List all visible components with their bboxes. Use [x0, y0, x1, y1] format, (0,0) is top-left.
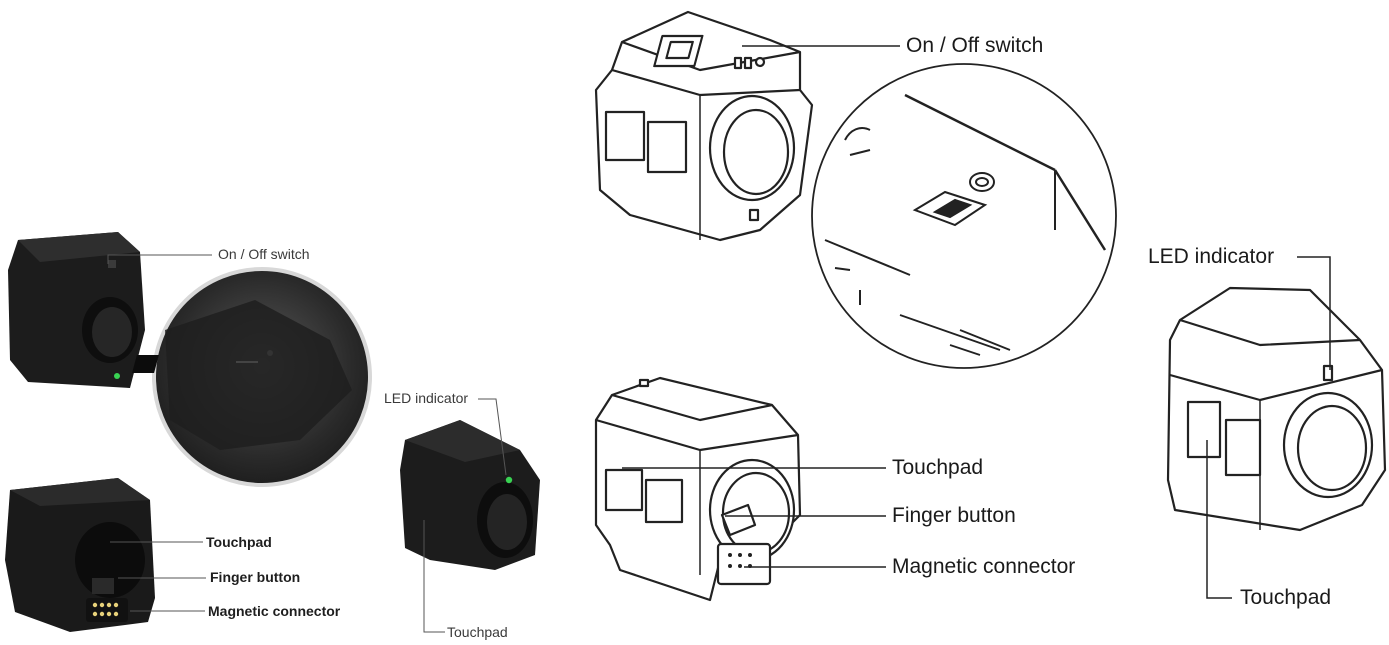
photo-leader-lines	[107, 254, 507, 633]
photo-zoom-switch	[132, 267, 372, 487]
photo-label-on-off-switch: On / Off switch	[218, 246, 310, 262]
drawing-device-right	[1166, 286, 1387, 532]
photo-label-led-indicator: LED indicator	[384, 390, 469, 406]
drawing-zoom-switch	[811, 63, 1117, 369]
drawing-label-finger-button: Finger button	[892, 504, 1016, 527]
photo-label-finger-button: Finger button	[210, 569, 301, 585]
photo-label-touchpad-led-view: Touchpad	[447, 624, 508, 640]
led-green-dot	[114, 373, 120, 379]
drawing-device-top	[594, 10, 814, 242]
drawing-label-on-off-switch: On / Off switch	[906, 34, 1044, 57]
drawing-device-bottom	[594, 376, 802, 602]
drawing-label-touchpad: Touchpad	[892, 456, 984, 479]
photo-device-bottom	[5, 478, 155, 632]
drawing-label-touchpad-side: Touchpad	[1240, 586, 1332, 609]
drawing-label-led-indicator: LED indicator	[1148, 245, 1275, 268]
led-green-dot-2	[505, 476, 513, 484]
photo-label-magnetic-connector: Magnetic connector	[208, 603, 341, 619]
drawing-leader-lines	[622, 45, 1331, 599]
photo-device-led	[400, 420, 540, 570]
drawing-label-magnetic-connector: Magnetic connector	[892, 555, 1076, 578]
photo-label-touchpad: Touchpad	[206, 534, 272, 550]
